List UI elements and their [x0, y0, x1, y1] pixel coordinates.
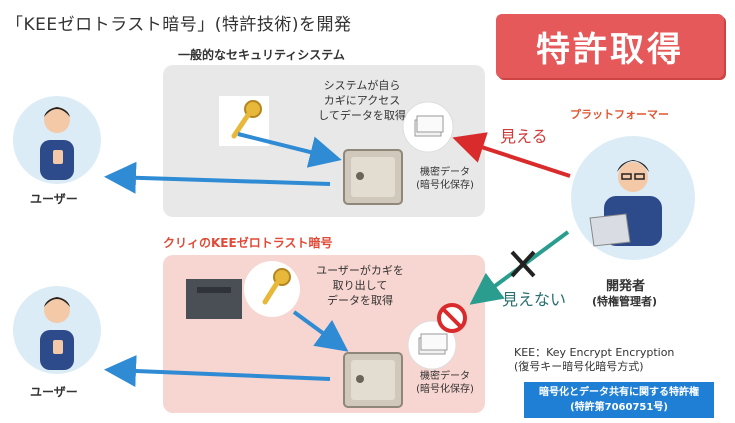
documents-icon-top [402, 101, 454, 153]
general-caption: システムが自ら カギにアクセス してデータを取得 [297, 78, 427, 123]
arrow-visible [452, 132, 571, 178]
arrow-key-to-safe-bottom [292, 310, 349, 352]
invisible-label: 見えない [502, 290, 567, 309]
developer-icon [571, 136, 695, 260]
page-headline: 「KEEゼロトラスト暗号」(特許技術)を開発 [6, 15, 352, 35]
kee-definition-sub: (復号キー暗号化暗号方式) [514, 360, 644, 373]
kee-caption: ユーザーがカギを 取り出して データを取得 [300, 263, 420, 308]
arrow-key-to-safe-top [237, 132, 342, 168]
data-label-line: 機密データ [420, 371, 470, 382]
platformer-label: プラットフォーマー [570, 108, 669, 121]
general-security-title: 一般的なセキュリティシステム [178, 48, 345, 62]
prohibited-icon [437, 303, 467, 333]
developer-label: 開発者 [606, 279, 646, 294]
kee-caption-line: ユーザーがカギを [316, 264, 404, 277]
kee-caption-line: データを取得 [327, 294, 393, 307]
cross-icon [510, 250, 536, 278]
kee-zero-trust-title: クリィのKEEゼロトラスト暗号 [163, 236, 333, 250]
visible-label: 見える [500, 127, 548, 146]
kee-definition: KEE：Key Encrypt Encryption (復号キー暗号化暗号方式) [514, 346, 674, 374]
general-data-label: 機密データ (暗号化保存) [406, 166, 484, 192]
safe-icon-bottom [343, 352, 403, 408]
data-label-line: (暗号化保存) [416, 384, 474, 395]
general-caption-line: システムが自ら [323, 79, 401, 92]
user-label-top: ユーザー [30, 192, 78, 206]
patent-obtained-badge: 特許取得 [496, 14, 724, 78]
patent-title: 暗号化とデータ共有に関する特許権 [539, 387, 699, 398]
arrow-safe-to-user-bottom [104, 355, 331, 387]
user-label-bottom: ユーザー [30, 385, 78, 399]
user-bottom-icon [13, 286, 101, 374]
data-label-line: (暗号化保存) [416, 180, 474, 191]
documents-icon-bottom [407, 320, 457, 370]
arrow-safe-to-user-top [104, 161, 331, 194]
patent-box: 暗号化とデータ共有に関する特許権 (特許第7060751号) [524, 382, 714, 418]
data-label-line: 機密データ [420, 167, 470, 178]
key-vault-icon [186, 261, 300, 319]
patent-number: (特許第7060751号) [570, 402, 668, 413]
kee-definition-line: KEE：Key Encrypt Encryption [514, 346, 675, 359]
general-caption-line: カギにアクセス [323, 94, 401, 107]
safe-icon-top [343, 149, 403, 205]
user-top-icon [13, 96, 101, 184]
general-caption-line: してデータを取得 [318, 109, 406, 122]
developer-sub-label: (特権管理者) [592, 295, 658, 308]
kee-caption-line: 取り出して [332, 279, 388, 292]
kee-data-label: 機密データ (暗号化保存) [406, 370, 484, 396]
